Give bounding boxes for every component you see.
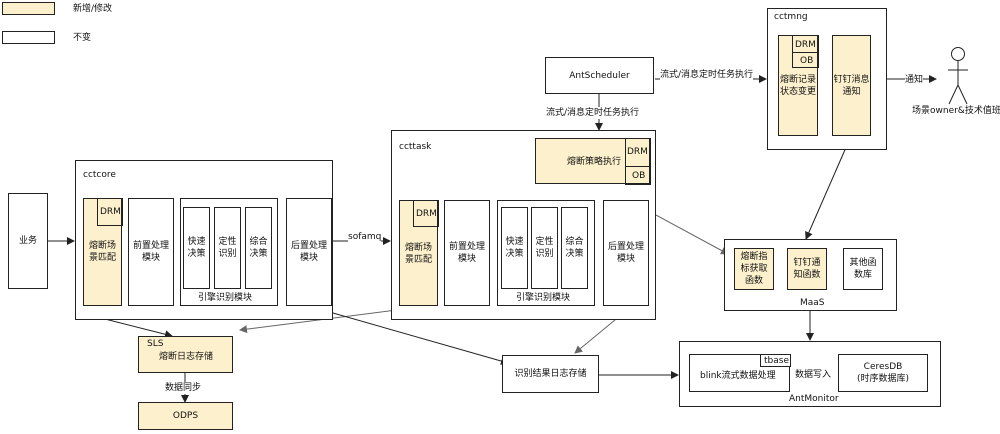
- cctcore-fuse-match-label: 熔断场 景匹配: [88, 241, 116, 263]
- ccttask-title: ccttask: [399, 142, 432, 152]
- cctcore-qualitative: 定性 识别: [214, 207, 241, 289]
- antmonitor-blink: tbase blink流式数据处理: [689, 354, 791, 392]
- actor-icon: [948, 47, 968, 105]
- sls-title: SLS: [147, 339, 164, 349]
- antscheduler-node: AntScheduler: [545, 57, 654, 94]
- sls-label: 熔断日志存储: [159, 352, 214, 362]
- cctmng-record: DRM OB 熔断记录 状态变更: [778, 35, 819, 136]
- ccttask-ob-label: OB: [632, 171, 646, 181]
- cctcore-post-module: 后置处理 模块: [286, 198, 332, 306]
- antmonitor-tbase-tag: tbase: [760, 354, 791, 367]
- arrow-cctcore-result: [311, 306, 509, 365]
- scheduler-edge-right-label: 流式/消息定时任务执行: [660, 69, 754, 81]
- ccttask-fast-decision: 快速 决策: [501, 207, 528, 289]
- cctcore-combined: 综合 决策: [245, 207, 272, 289]
- odps-node: ODPS: [138, 402, 233, 430]
- ccttask-qualitative: 定性 识别: [531, 207, 558, 289]
- ccttask-strategy-label: 熔断策略执行: [567, 157, 622, 167]
- business-node: 业务: [8, 193, 48, 289]
- arrow-cctmng-maas: [805, 135, 852, 240]
- legend-unchanged-swatch: [2, 31, 55, 44]
- ccttask-drm-tag: DRM: [625, 138, 651, 167]
- ccttask-combined: 综合 决策: [561, 207, 588, 289]
- maas-dingding-function: 钉钉通 知函数: [787, 248, 827, 290]
- cctcore-fuse-match: DRM 熔断场 景匹配: [83, 198, 123, 306]
- ccttask-post-module: 后置处理 模块: [603, 200, 649, 306]
- maas-other-library: 其他函 数库: [843, 248, 883, 290]
- cctcore-fast-decision: 快速 决策: [183, 207, 210, 289]
- cctmng-dingding: 钉钉消息 通知: [832, 35, 871, 136]
- cctcore-drm-label: DRM: [100, 207, 121, 217]
- actor-label: 场景owner&技术值班: [912, 106, 1000, 116]
- antmonitor-tbase-label: tbase: [764, 356, 789, 366]
- antmonitor-write-label: 数据写入: [795, 369, 832, 381]
- ccttask-strategy: 熔断策略执行 DRM OB: [535, 138, 651, 185]
- cctcore-engine-label: 引擎识别模块: [198, 293, 253, 303]
- result-log-node: 识别结果日志存储: [502, 355, 599, 393]
- notify-label: 通知: [905, 74, 924, 86]
- scheduler-edge-down-label: 流式/消息定时任务执行: [546, 107, 640, 119]
- legend-unchanged-label: 不变: [73, 33, 92, 43]
- cctmng-drm-label: DRM: [795, 40, 816, 50]
- ccttask-ob-tag: OB: [625, 166, 651, 185]
- antmonitor-blink-label: blink流式数据处理: [700, 371, 776, 381]
- cctcore-drm-tag: DRM: [97, 198, 123, 226]
- cctmng-title: cctmng: [774, 12, 808, 22]
- arrow-cctcore-sls: [104, 318, 173, 339]
- cctmng-ob-tag: OB: [792, 52, 819, 68]
- legend-modified-swatch: [2, 2, 55, 15]
- ccttask-engine-label: 引擎识别模块: [516, 293, 571, 303]
- antmonitor-title: AntMonitor: [789, 394, 839, 404]
- sofamq-label: sofamq: [348, 231, 382, 243]
- data-sync-label: 数据同步: [165, 382, 202, 394]
- ccttask-drm2-tag: DRM: [413, 200, 439, 227]
- cctmng-ob-label: OB: [800, 56, 814, 66]
- ccttask-fuse-match: DRM 熔断场 景匹配: [399, 200, 439, 306]
- ccttask-drm-label: DRM: [627, 147, 648, 157]
- cctcore-title: cctcore: [83, 170, 116, 180]
- ccttask-pre-module: 前置处理 模块: [444, 200, 490, 306]
- cctcore-pre-module: 前置处理 模块: [128, 198, 174, 306]
- cctmng-drm-tag: DRM: [792, 35, 819, 53]
- maas-metric-function: 熔断指 标获取 函数: [734, 248, 774, 290]
- cctmng-record-label: 熔断记录 状态变更: [779, 75, 816, 97]
- maas-title: MaaS: [800, 298, 825, 308]
- legend-modified-label: 新增/修改: [73, 4, 113, 14]
- sls-node: SLS 熔断日志存储: [138, 336, 233, 373]
- antmonitor-ceresdb: CeresDB (时序数据库): [838, 354, 928, 392]
- ccttask-fuse-match-label: 熔断场 景匹配: [404, 243, 432, 265]
- ccttask-drm2-label: DRM: [416, 209, 437, 219]
